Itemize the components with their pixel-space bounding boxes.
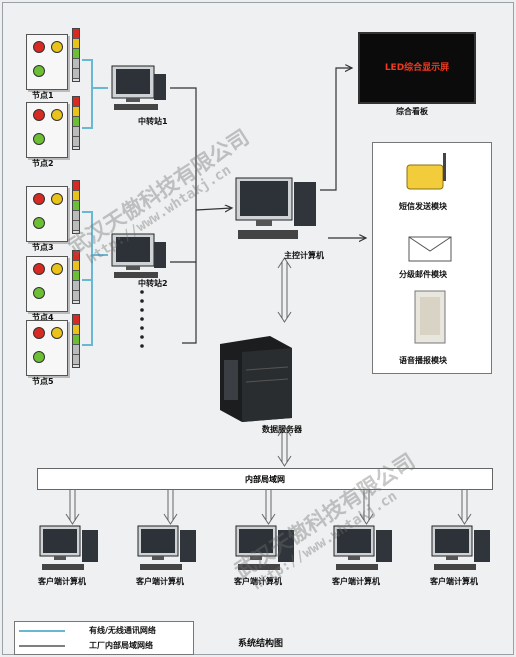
signal-node (26, 102, 68, 158)
lamp-icon (33, 41, 45, 53)
module-label: 语音播报模块 (399, 356, 447, 365)
legend-wireless-swatch (19, 630, 65, 632)
signal-node (26, 186, 68, 242)
wireless-links (82, 59, 108, 346)
node-label: 节点1 (32, 91, 54, 100)
node-label: 节点4 (32, 313, 54, 322)
lamp-icon (51, 327, 63, 339)
client-computer (428, 524, 496, 578)
legend-wireless-label: 有线/无线通讯网络 (89, 626, 156, 635)
lan-bar: 内部局域网 (37, 468, 493, 490)
sms-module-icon (406, 153, 446, 190)
relay-computer (106, 232, 170, 288)
lamp-icon (33, 327, 45, 339)
main-computer (232, 176, 328, 252)
client-label: 客户端计算机 (332, 577, 380, 586)
lamp-icon (33, 263, 45, 275)
relay-computer (106, 64, 170, 120)
alert-modules-panel: 短信发送模块 分级邮件模块 语音播报模块 (372, 142, 492, 374)
legend: 有线/无线通讯网络 工厂内部局域网络 (14, 621, 194, 655)
client-computer (232, 524, 300, 578)
lamp-icon (33, 109, 45, 121)
lamp-icon (33, 193, 45, 205)
mail-module-icon (408, 236, 452, 262)
client-computer (330, 524, 398, 578)
lan-label: 内部局域网 (245, 475, 285, 484)
relay-label: 中转站2 (138, 279, 168, 288)
node-label: 节点5 (32, 377, 54, 386)
led-display-text: LED综合显示屏 (384, 63, 450, 73)
more-relays-dots (140, 290, 144, 348)
tower-light-icon (72, 28, 80, 82)
signal-node (26, 34, 68, 90)
lamp-icon (33, 351, 45, 363)
signal-node (26, 320, 68, 376)
node-label: 节点3 (32, 243, 54, 252)
speaker-module-icon (414, 290, 446, 344)
main-computer-label: 主控计算机 (284, 251, 324, 260)
server-link (277, 257, 292, 467)
lamp-icon (33, 287, 45, 299)
tower-light-icon (72, 96, 80, 150)
tower-light-icon (72, 180, 80, 234)
data-server (214, 330, 298, 428)
led-caption: 综合看板 (396, 107, 428, 116)
legend-lan-swatch (19, 645, 65, 647)
relay-label: 中转站1 (138, 117, 168, 126)
module-label: 分级邮件模块 (399, 270, 447, 279)
tower-light-icon (72, 314, 80, 368)
lamp-icon (33, 217, 45, 229)
led-display: LED综合显示屏 (358, 32, 476, 104)
client-label: 客户端计算机 (234, 577, 282, 586)
client-links (65, 490, 472, 525)
client-computer (36, 524, 104, 578)
diagram-title: 系统结构图 (238, 639, 284, 649)
module-label: 短信发送模块 (399, 202, 447, 211)
legend-lan-label: 工厂内部局域网络 (89, 641, 153, 650)
lamp-icon (33, 65, 45, 77)
lamp-icon (51, 193, 63, 205)
lamp-icon (51, 41, 63, 53)
lamp-icon (51, 109, 63, 121)
server-label: 数据服务器 (262, 425, 302, 434)
tower-light-icon (72, 250, 80, 304)
client-label: 客户端计算机 (430, 577, 478, 586)
lamp-icon (33, 133, 45, 145)
client-label: 客户端计算机 (136, 577, 184, 586)
relay-links (170, 68, 366, 344)
client-label: 客户端计算机 (38, 577, 86, 586)
client-computer (134, 524, 202, 578)
lamp-icon (51, 263, 63, 275)
signal-node (26, 256, 68, 312)
node-label: 节点2 (32, 159, 54, 168)
